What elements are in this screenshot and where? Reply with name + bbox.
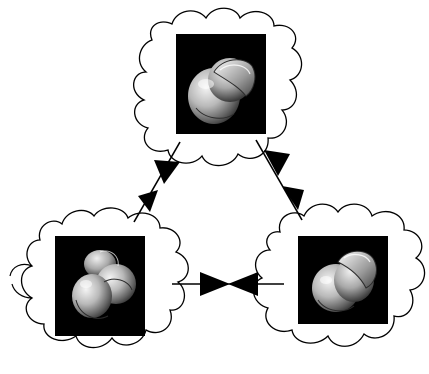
rendered-surface-top xyxy=(188,58,256,124)
edge-line-top-right xyxy=(255,139,303,221)
arrowhead-toward-center-6 xyxy=(228,272,258,296)
edge-top-bottom-left xyxy=(133,141,181,223)
image-tile-top xyxy=(176,34,266,134)
arrowhead-toward-center-5 xyxy=(200,272,230,296)
edge-bottom-left-bottom-right xyxy=(172,272,284,296)
image-tile-bottom-right xyxy=(298,236,388,324)
image-tile-bottom-left xyxy=(55,236,145,336)
arrowhead-toward-center-4 xyxy=(282,186,304,210)
arrowhead-toward-center-1 xyxy=(154,160,180,184)
arrowhead-toward-center-3 xyxy=(264,150,290,176)
rendered-surface-bottom-right xyxy=(312,250,377,312)
cloud-tail-left xyxy=(9,263,33,299)
rendered-surface-bottom-left xyxy=(72,250,136,319)
arrowhead-toward-center-2 xyxy=(138,190,158,212)
edge-top-bottom-right xyxy=(255,139,304,221)
edge-line-top-left xyxy=(133,141,181,223)
